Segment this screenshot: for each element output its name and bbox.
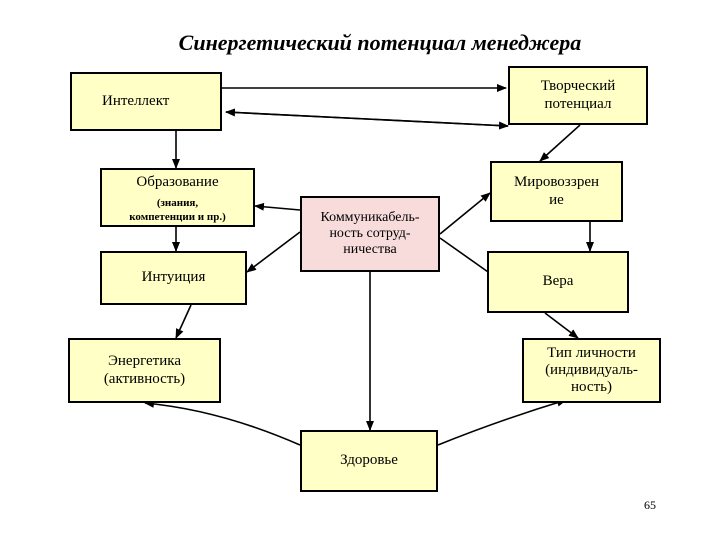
diagram-title: Синергетический потенциал менеджера bbox=[178, 30, 582, 55]
node-intellect-label: Интеллект bbox=[102, 92, 170, 109]
arrow-intellect-creative-diag bbox=[225, 111, 509, 130]
node-creative-potential: Творческий потенциал bbox=[508, 66, 648, 125]
arrow-comm-education bbox=[254, 202, 301, 211]
node-energy-label: Энергетика (активность) bbox=[103, 353, 186, 387]
node-communicability-label: Коммуникабель- ность сотруд- ничества bbox=[320, 209, 420, 258]
node-intuition-label: Интуиция bbox=[141, 269, 206, 285]
page-number: 65 bbox=[644, 498, 656, 512]
node-worldview-label: Мировоззрен ие bbox=[513, 174, 600, 208]
arrow-health-personality bbox=[437, 398, 567, 446]
node-personality-type: Тип личности (индивидуаль- ность) bbox=[522, 338, 661, 403]
node-faith-label: Вера bbox=[542, 273, 574, 290]
node-personality-label: Тип личности (индивидуаль- ность) bbox=[545, 344, 638, 396]
node-intellect: Интеллект bbox=[70, 72, 222, 131]
arrow-intuition-energy bbox=[175, 304, 192, 339]
node-intuition: Интуиция bbox=[100, 251, 247, 305]
node-communicability: Коммуникабель- ность сотруд- ничества bbox=[300, 196, 440, 272]
arrow-creative-worldview bbox=[539, 124, 581, 162]
node-worldview: Мировоззрен ие bbox=[490, 161, 623, 222]
arrow-faith-personality bbox=[544, 312, 579, 339]
node-creative-label: Творческий потенциал bbox=[540, 78, 616, 112]
arrow-comm-intuition bbox=[246, 231, 301, 273]
node-education-label: Образование bbox=[136, 174, 219, 190]
arrow-health-energy bbox=[144, 399, 301, 446]
node-energy: Энергетика (активность) bbox=[68, 338, 221, 403]
node-health: Здоровье bbox=[300, 430, 438, 492]
arrow-comm-worldview bbox=[439, 192, 491, 235]
node-education-sublabel: (знания, компетенции и пр.) bbox=[129, 197, 226, 223]
node-health-label: Здоровье bbox=[340, 452, 398, 469]
node-faith: Вера bbox=[487, 251, 629, 313]
node-education: Образование (знания, компетенции и пр.) bbox=[100, 168, 255, 227]
